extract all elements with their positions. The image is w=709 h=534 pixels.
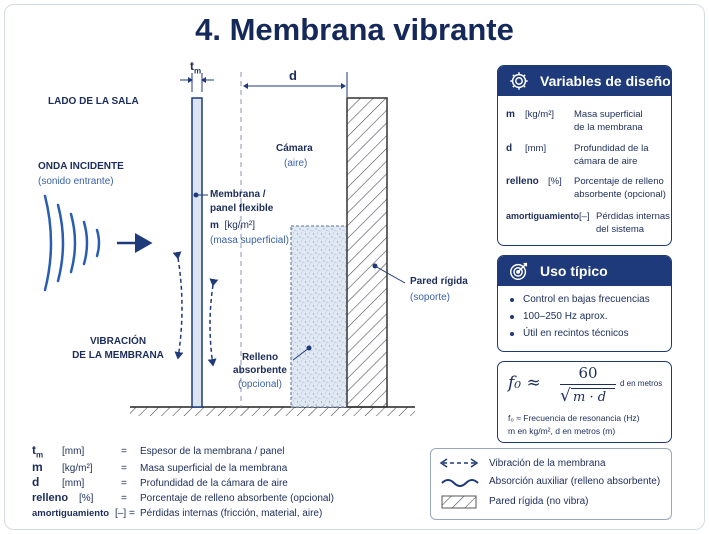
var-row-m-desc1: Masa superficial [574, 109, 643, 120]
var-row-amort-desc2: del sistema [596, 224, 645, 235]
glossary-desc: Profundidad de la cámara de aire [140, 478, 288, 489]
var-row-m-sym: m [506, 109, 515, 120]
usage-panel: Uso típico Control en bajas frecuencias … [497, 255, 672, 352]
glossary-desc: Espesor de la membrana / panel [140, 446, 285, 457]
formula-line1: f₀ ≈ Frecuencia de resonancia (Hz) [508, 413, 640, 423]
membrane-title-1: Membrana / [210, 189, 266, 200]
variables-panel-title: Variables de diseño [540, 73, 671, 89]
variables-panel: Variables de diseño m [kg/m²] Masa super… [497, 65, 672, 246]
var-row-amort-desc1: Pérdidas internas [596, 211, 670, 222]
glossary-unit: [%] [79, 493, 94, 504]
wall-title: Pared rígida [410, 276, 468, 287]
fill-subtitle: (opcional) [238, 379, 282, 390]
legend-label: Pared rígida (no vibra) [489, 496, 589, 507]
glossary-unit: [mm] [62, 478, 85, 489]
wave-icon [441, 479, 479, 487]
glossary-unit: [–] [115, 508, 127, 519]
membrane-panel [191, 97, 203, 408]
usage-item: Útil en recintos técnicos [510, 328, 671, 339]
glossary-eq: = [121, 493, 127, 504]
absorbent-fill [290, 225, 348, 408]
glossary-unit: [kg/m²] [62, 463, 93, 474]
var-row-amort-sym: amortiguamiento [506, 211, 580, 221]
usage-list: Control en bajas frecuencias 100–250 Hz … [498, 286, 671, 339]
incident-title: ONDA INCIDENTE [38, 161, 124, 172]
var-row-m-desc2: de la membrana [574, 122, 643, 133]
glossary-unit: [mm] [62, 446, 85, 457]
glossary-desc: Masa superficial de la membrana [140, 463, 288, 474]
legend-label: Vibración de la membrana [489, 458, 606, 469]
formula-box: f₀ ≈ 60 √ m · d d en metros f₀ ≈ Frecuen… [497, 361, 672, 443]
var-row-d-unit: [mm] [525, 143, 547, 154]
glossary-eq: = [121, 478, 127, 489]
incident-wave-icon [43, 194, 101, 292]
glossary-eq: = [129, 508, 135, 519]
membrane-title-2: panel flexible [210, 203, 274, 214]
membrane-mass-label: m [kg/m²] [210, 220, 256, 231]
room-side-label: LADO DE LA SALA [48, 96, 139, 107]
usage-item: 100–250 Hz aprox. [510, 311, 671, 322]
var-row-relleno-sym: relleno [506, 176, 539, 187]
depth-label: d [289, 68, 297, 83]
formula-sqrt-icon: √ [560, 386, 571, 406]
formula-lhs: f₀ ≈ [508, 373, 541, 393]
incident-subtitle: (sonido entrante) [38, 176, 114, 187]
formula-line2: m en kg/m², d en metros (m) [508, 426, 616, 436]
formula-sqrt-bar [571, 388, 615, 389]
gear-icon [510, 72, 528, 90]
fill-title-1: Relleno [241, 352, 279, 363]
var-row-relleno-unit: [%] [548, 176, 562, 187]
dashed-arrow-icon [439, 458, 479, 468]
glossary-sym: m [32, 460, 43, 474]
var-row-amort-unit: [–] [579, 211, 590, 222]
camera-subtitle: (aire) [284, 158, 308, 169]
vibration-title-1: VIBRACIÓN [89, 336, 147, 347]
ground-hatch [130, 407, 415, 416]
formula-numerator: 60 [578, 364, 598, 382]
vibration-title-2: DE LA MEMBRANA [72, 350, 164, 361]
rigid-wall [346, 97, 388, 408]
glossary-sym: tm [32, 443, 44, 460]
usage-panel-header: Uso típico [498, 256, 671, 286]
glossary-desc: Pérdidas internas (fricción, material, a… [140, 508, 323, 519]
var-row-d-sym: d [506, 143, 513, 154]
camera-title: Cámara [276, 143, 313, 154]
usage-item: Control en bajas frecuencias [510, 294, 671, 305]
glossary-sym: d [32, 475, 40, 489]
membrane-subtitle: (masa superficial) [210, 235, 289, 246]
target-icon [510, 262, 528, 280]
glossary-desc: Porcentaje de relleno absorbente (opcion… [140, 493, 335, 504]
glossary-sym: relleno [32, 492, 69, 504]
fill-title-2: absorbente [233, 365, 287, 376]
hatch-icon [441, 495, 477, 509]
legend-symbols [439, 458, 479, 509]
var-row-relleno-desc2: absorbente (opcional) [574, 189, 666, 200]
vibration-arrow-right-icon [207, 278, 219, 367]
var-row-m-unit: [kg/m²] [525, 109, 555, 120]
page-title: 4. Membrana vibrante [195, 12, 514, 47]
var-row-d-desc2: cámara de aire [574, 156, 638, 167]
formula-fraction-bar [560, 384, 616, 386]
usage-panel-title: Uso típico [540, 263, 608, 279]
thickness-label: tm [190, 59, 202, 76]
glossary-eq: = [121, 446, 127, 457]
var-row-d-desc1: Profundidad de la [574, 143, 649, 154]
formula-denominator: m · d [573, 390, 607, 405]
formula-note: d en metros [620, 379, 663, 388]
glossary-sym: amortiguamiento [32, 508, 110, 519]
legend-label: Absorción auxiliar (relleno absorbente) [489, 476, 661, 487]
var-row-relleno-desc1: Porcentaje de relleno [574, 176, 664, 187]
vibration-arrow-left-icon [172, 251, 184, 360]
variables-panel-header: Variables de diseño [498, 66, 671, 96]
legend: Vibración de la membrana Absorción auxil… [430, 448, 672, 520]
wall-subtitle: (soporte) [410, 292, 451, 303]
glossary-eq: = [121, 463, 127, 474]
